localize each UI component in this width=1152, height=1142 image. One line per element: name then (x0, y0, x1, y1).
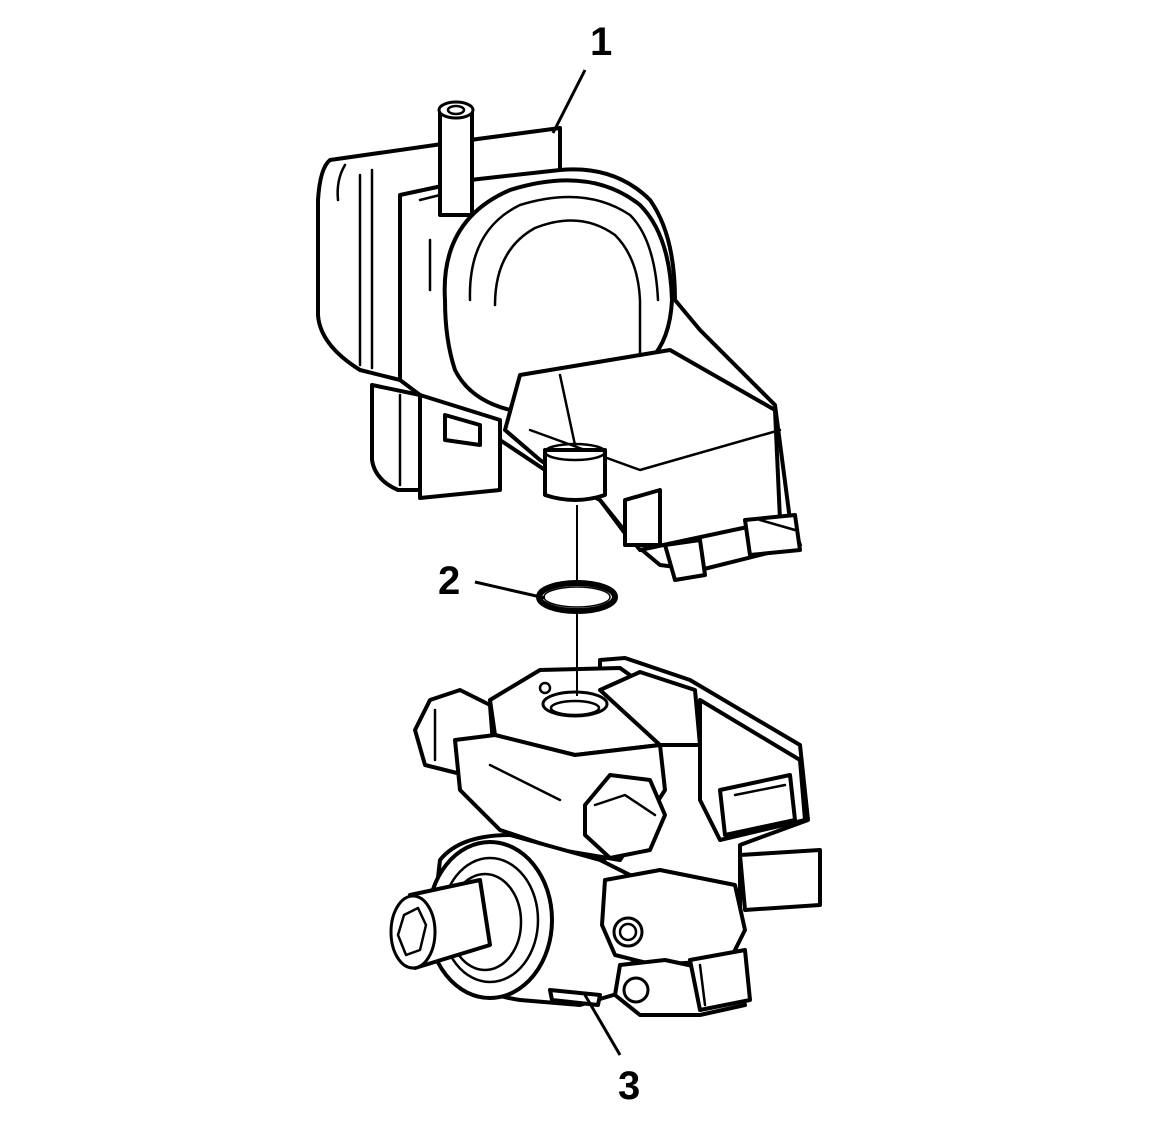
reservoir (316, 100, 802, 582)
callout-3: 3 (618, 1064, 640, 1108)
leader-line-3 (583, 994, 622, 1056)
callout-1: 1 (590, 20, 612, 64)
callout-2: 2 (438, 559, 460, 603)
leader-line-2 (474, 580, 546, 600)
o-ring-seal (536, 580, 618, 614)
leader-line-1 (551, 69, 587, 134)
power-steering-pump (389, 656, 822, 1017)
